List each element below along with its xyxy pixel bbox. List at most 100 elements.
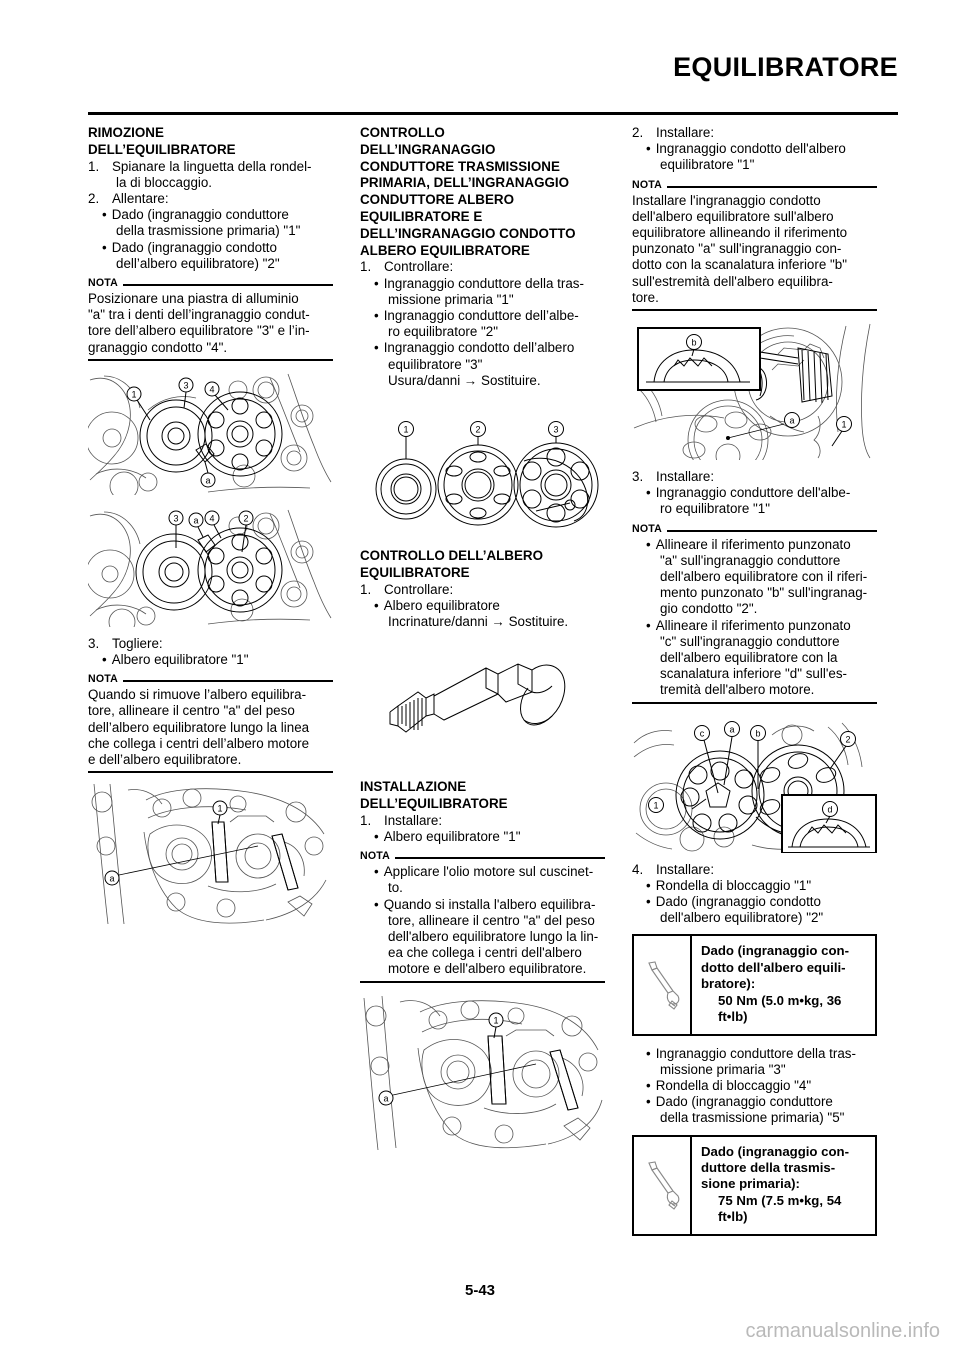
bullet-item: •Albero equilibratore [360,598,605,614]
bullet-dot: • [102,652,107,668]
step-number: 3. [632,469,644,485]
svg-text:2: 2 [845,734,850,744]
bullet-cont: dell’albero equilibratore) "2" [116,255,280,271]
bullet-dot: • [646,1045,651,1061]
section-heading-line: EQUILIBRATORE E [360,208,483,224]
nota-header: NOTA [632,523,877,535]
bullet-text: Dado (ingranaggio condotto [111,239,277,255]
step-1: 1.Spianare la linguetta della rondel- [88,159,333,175]
bullet-dot: • [374,597,379,613]
bullet-cont: "a" sull'ingranaggio conduttore [660,552,841,568]
step-number: 3. [88,635,100,651]
bullet-item: •Ingranaggio conduttore della tras- [632,1046,877,1062]
bullet-item: •Rondella di bloccaggio "1" [632,878,877,894]
nota-end-rule [632,701,877,704]
bullet-text: Ingranaggio conduttore della tras- [655,1045,856,1061]
bullet-text: Rondella di bloccaggio "4" [655,1077,812,1093]
svg-text:1: 1 [841,420,846,430]
nota-line: tore dell’albero equilibratore "3" e l’i… [88,323,310,339]
nota-body: •Applicare l'olio motore sul cuscinet- t… [360,864,605,977]
bullet-dot: • [374,896,379,912]
svg-text:b: b [691,338,696,348]
bullet-cont: mento punzonato "b" sull'ingranag- [660,585,868,601]
bullet-text: Quando si installa l'albero equilibra- [383,896,596,912]
nota-label: NOTA [88,277,119,290]
bullet-dot: • [646,1077,651,1093]
bullet-dot: • [374,307,379,323]
svg-text:4: 4 [209,384,214,394]
torque-label-line: bratore): [701,976,756,992]
bullet-dot: • [646,1094,651,1110]
bullet-cont: missione primaria "3" [660,1061,786,1077]
nota-line: Posizionare una piastra di alluminio [88,291,299,307]
step-1: 1.Controllare: [360,259,605,275]
svg-text:3: 3 [173,513,178,523]
bullet-item: •Ingranaggio conduttore della tras- [360,276,605,292]
figure-engine-gears-2: 3 a 4 2 [88,504,333,627]
nota-line: tore. [632,289,659,305]
nota-rule [395,857,605,860]
svg-text:a: a [383,1093,388,1103]
bullet-dot: • [646,877,651,893]
step-number: 1. [88,158,100,174]
nota-block: NOTA Posizionare una piastra di allumini… [88,277,333,361]
nota-line: dotto con la scanalatura inferiore "b" [632,257,847,273]
step-3: 3.Togliere: [88,636,333,652]
svg-text:3: 3 [553,425,558,435]
bullet-item: •Ingranaggio condotto dell'albero [632,141,877,157]
torque-value-line: ft•lb) [718,1009,748,1025]
section-heading-line: DELL’INGRANAGGIO [360,141,496,157]
column-right: 2.Installare: •Ingranaggio condotto dell… [632,125,877,1236]
svg-text:1: 1 [493,1015,498,1025]
figure-gear-alignment-2: d c a b 2 [632,713,877,853]
bullet-cont: tremità dell'albero motore. [660,682,815,698]
step-text: Installare: [384,812,443,828]
torque-label-line: sione primaria): [701,1176,800,1192]
bullet-dot: • [374,340,379,356]
bullet-text: Ingranaggio conduttore dell’albe- [383,307,579,323]
bullet-text: Allineare il riferimento punzonato [655,617,851,633]
nota-block: NOTA Quando si rimuove l’albero equilibr… [88,673,333,774]
column-middle: CONTROLLO DELL’INGRANAGGIO CONDUTTORE TR… [360,125,605,1161]
figure-engine-gears-1: 1 3 4 a [88,370,333,495]
bullet-item: •Ingranaggio conduttore dell’albe- [360,308,605,324]
nota-line: dell’albero equilibratore lungo la linea [88,719,310,735]
step-2: 2.Allentare: [88,191,333,207]
bullet-dot: • [646,617,651,633]
nota-rule [123,680,333,683]
column-left: RIMOZIONE DELL’EQUILIBRATORE 1.Spianare … [88,125,333,936]
section-heading-line: EQUILIBRATORE [360,564,470,580]
bullet-dot: • [646,536,651,552]
nota-block: NOTA •Applicare l'olio motore sul cuscin… [360,850,605,983]
bullet-cont: to. [388,880,403,896]
bullet-cont: "c" sull'ingranaggio conduttore [660,633,840,649]
torque-value-line: ft•lb) [718,1209,748,1225]
section-heading-rimozione-2: DELL’EQUILIBRATORE [88,141,236,157]
bullet-item: •Albero equilibratore "1" [88,652,333,668]
torque-spec-text: Dado (ingranaggio con- dotto dell'albero… [692,936,875,1033]
svg-text:3: 3 [183,380,188,390]
bullet-text: Albero equilibratore "1" [111,652,249,668]
step-number: 1. [360,812,372,828]
bullet-text: Dado (ingranaggio condotto [655,894,821,910]
step-number: 4. [632,861,644,877]
page-number: 5-43 [464,1282,496,1299]
torque-wrench-icon [634,936,692,1034]
nota-line: equilibratore allineando il riferimento [632,225,848,241]
nota-line: tore, allineare il centro "a" del peso [88,703,295,719]
figure-callouts: 1 a [104,800,259,886]
nota-line: punzonato "a" sull'ingranaggio con- [632,241,842,257]
nota-body: Quando si rimuove l’albero equilibra- to… [88,687,333,768]
nota-line: Quando si rimuove l’albero equilibra- [88,687,307,703]
bullet-item: •Rondella di bloccaggio "4" [632,1078,877,1094]
figure-three-gears: 1 2 3 [360,411,605,529]
nota-body: •Allineare il riferimento punzonato "a" … [632,537,877,699]
nota-end-rule [632,309,877,312]
bullet-cont: ro equilibratore "2" [388,324,498,340]
nota-line: "a" tra i denti dell’ingranaggio condut- [88,307,310,323]
nota-line: sull'estremità dell'albero equilibra- [632,273,833,289]
nota-label: NOTA [88,673,119,686]
torque-spec-table-1: Dado (ingranaggio con- dotto dell'albero… [632,934,877,1036]
bullet-cont: tore, allineare il centro "a" del peso [388,912,595,928]
torque-spec-text: Dado (ingranaggio con- duttore della tra… [692,1137,875,1234]
